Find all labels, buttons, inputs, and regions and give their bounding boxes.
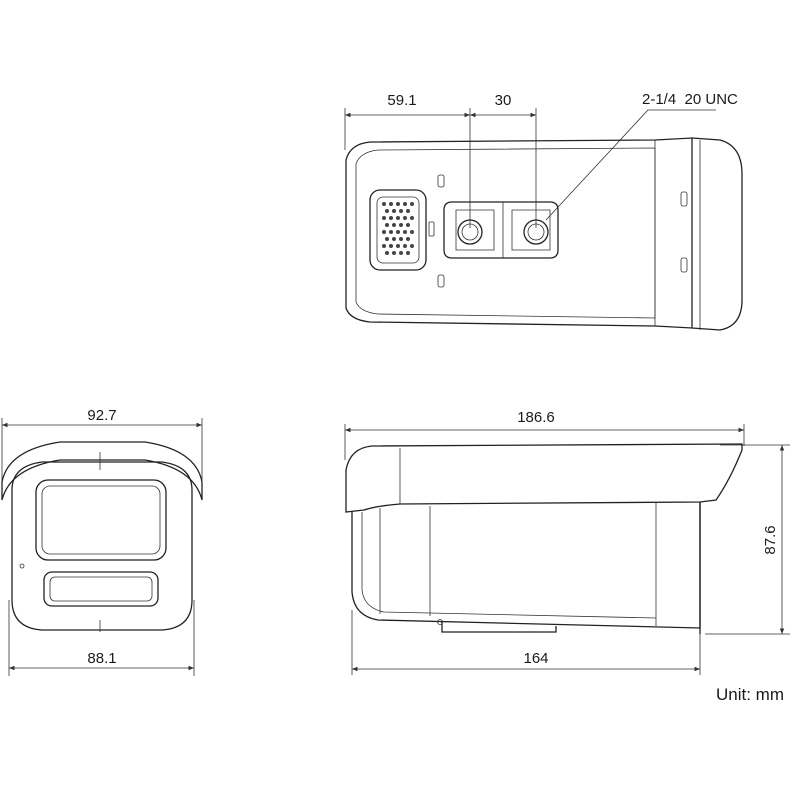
mount-recess — [511, 209, 551, 251]
dim-59-1-label: 59.1 — [387, 92, 416, 109]
ir-window-inner — [49, 576, 153, 602]
screw-hole — [457, 219, 483, 245]
slot — [680, 257, 688, 273]
screw-hole — [523, 219, 549, 245]
unit-label: Unit: mm — [716, 685, 784, 704]
indicator-dot — [19, 563, 25, 569]
side-view — [344, 424, 790, 675]
indicator-dot — [437, 619, 443, 625]
mounting-plate — [443, 201, 559, 259]
side-sunshield — [345, 443, 743, 513]
thread-leader-line — [545, 109, 716, 221]
dim-87-6-label: 87.6 — [762, 525, 779, 554]
top-view-sunshield — [691, 137, 743, 331]
speaker-holes — [382, 202, 414, 255]
front-housing — [11, 461, 193, 631]
dim-30-label: 30 — [495, 92, 512, 109]
dim-186-6-label: 186.6 — [517, 409, 555, 426]
ir-window — [43, 571, 159, 607]
slot — [680, 191, 688, 207]
speaker-grille-inner — [376, 196, 420, 264]
side-body-outline — [351, 502, 701, 629]
dim-92-7-label: 92.7 — [87, 407, 116, 424]
screw-hole-inner — [461, 223, 479, 241]
top-view-inner-outline — [355, 147, 656, 319]
screw-hole-inner — [527, 223, 545, 241]
side-base-plate — [441, 622, 557, 633]
slot — [437, 174, 445, 188]
dim-164-label: 164 — [523, 650, 548, 667]
front-view — [1, 418, 203, 676]
top-view — [344, 108, 743, 331]
mount-recess — [455, 209, 495, 251]
slot — [437, 274, 445, 288]
speaker-grille — [369, 189, 427, 271]
side-body-inner — [361, 512, 657, 619]
lens-window — [35, 479, 167, 561]
thread-spec-label: 2-1/4 20 UNC — [642, 91, 738, 108]
front-sunshield — [1, 441, 203, 501]
lens-window-inner — [41, 485, 161, 555]
small-tab — [428, 221, 435, 237]
dim-88-1-label: 88.1 — [87, 650, 116, 667]
